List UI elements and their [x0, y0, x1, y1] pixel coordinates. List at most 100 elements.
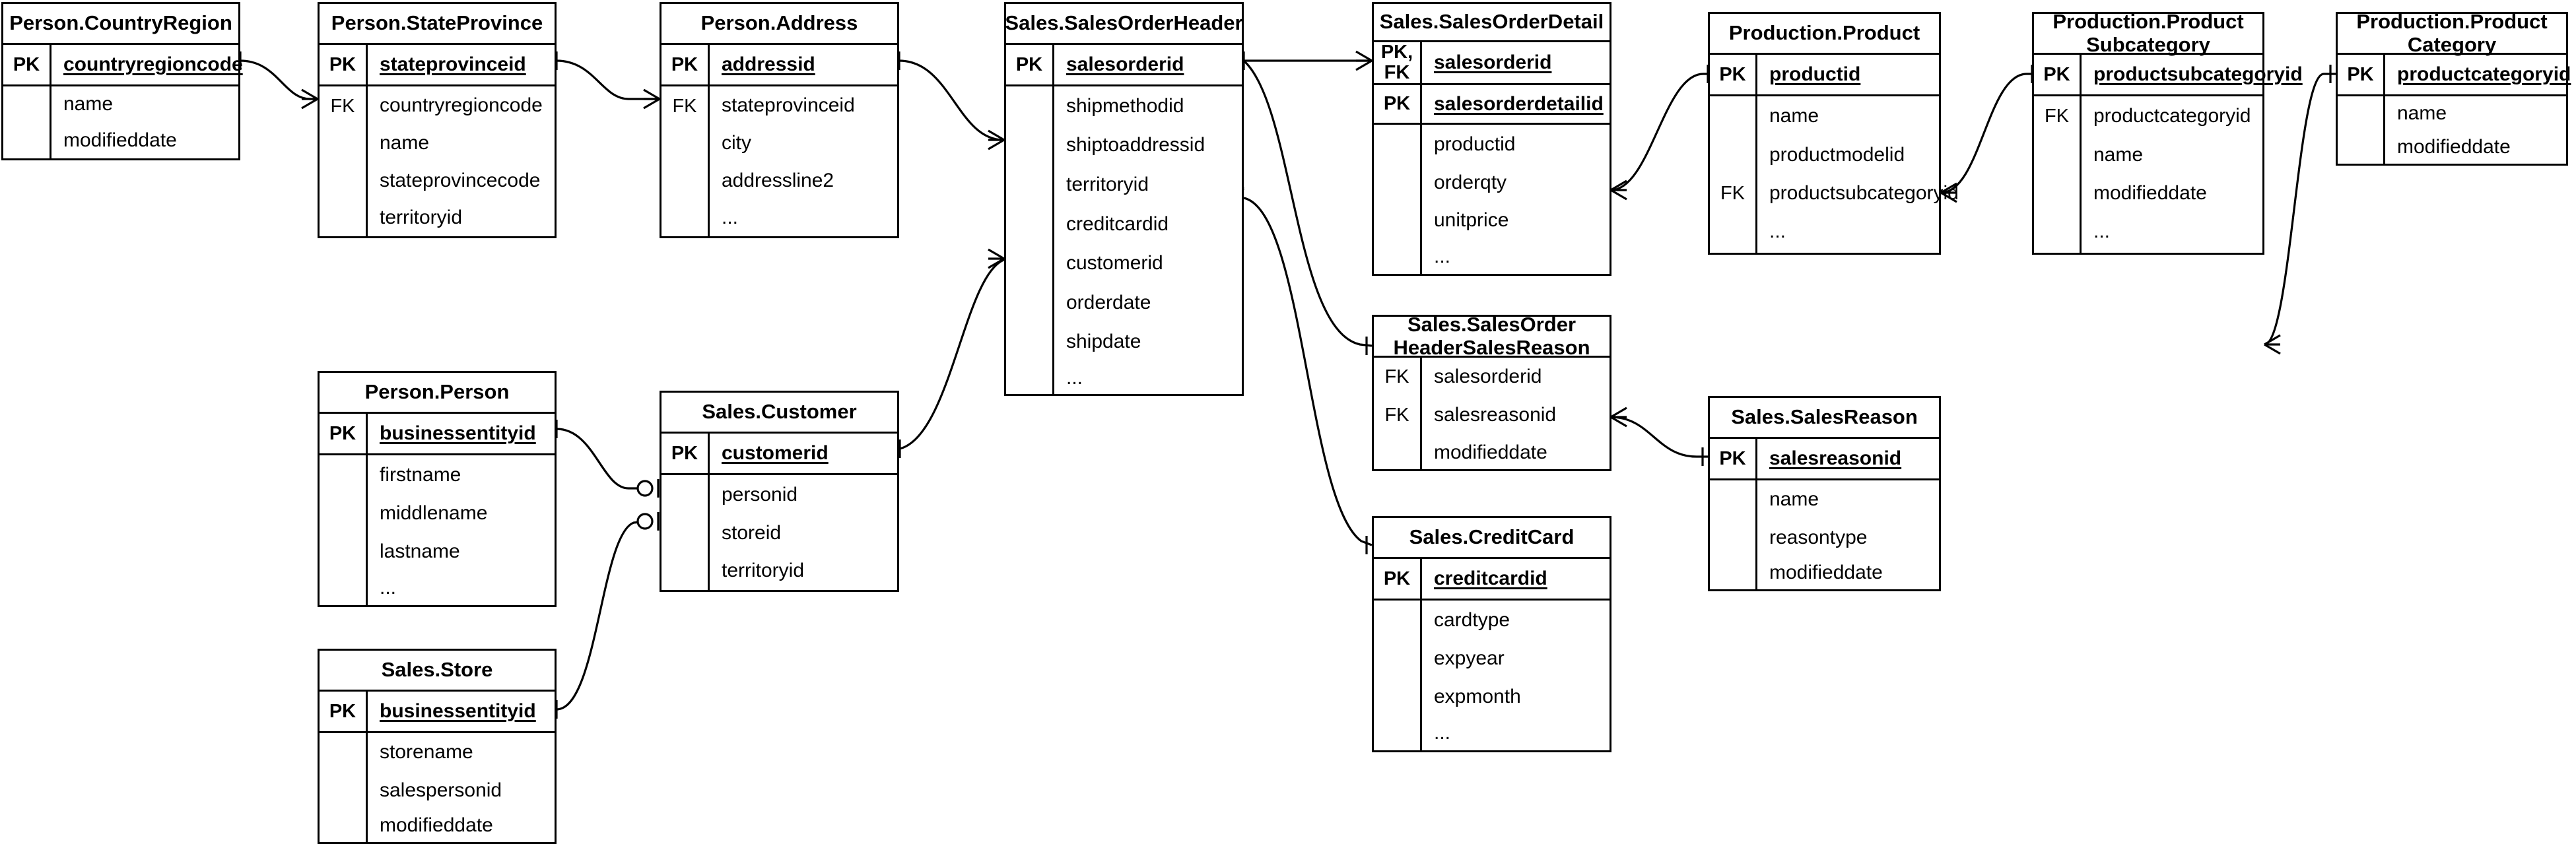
field-row: shipmethodid: [1054, 86, 1242, 126]
field-name: name: [1769, 105, 1819, 127]
field-name: ...: [1066, 366, 1083, 389]
field-name: productcategoryid: [2093, 105, 2251, 127]
field-row: modifieddate: [2082, 174, 2262, 212]
table-sales-store[interactable]: Sales.Store PK businessentityid storenam…: [318, 649, 557, 844]
field-row: city: [710, 125, 897, 162]
fk-label: FK: [1384, 404, 1409, 426]
rel-address-salesorderheader: [898, 59, 1004, 141]
fields-section: name modifieddate: [3, 84, 238, 158]
key-label: PK: [329, 422, 356, 444]
field-name: modifieddate: [2397, 135, 2511, 158]
field-row: addressline2: [710, 162, 897, 199]
field-name: salesorderid: [1066, 53, 1184, 75]
fields-section: productid orderqty unitprice ...: [1374, 123, 1610, 274]
fields-section: FK FK salesorderid salesreasonid modifie…: [1374, 358, 1610, 471]
rel-salesorderheader-creditcard: [1243, 197, 1373, 546]
field-name: productsubcategoryid: [1769, 182, 1959, 204]
key-label-line2: FK: [1384, 62, 1410, 83]
field-row: ...: [2082, 212, 2262, 251]
table-title: Sales.Store: [320, 651, 555, 692]
field-name: businessentityid: [380, 422, 536, 444]
key-label-line1: PK,: [1380, 41, 1413, 63]
field-name: ...: [1434, 245, 1451, 267]
pk-section: PK salesreasonid: [1710, 439, 1939, 478]
fields-section: FK countryregioncode name stateprovincec…: [320, 84, 555, 236]
field-name: name: [63, 93, 114, 115]
table-sales-salesreason[interactable]: Sales.SalesReason PK salesreasonid name …: [1708, 396, 1941, 591]
table-sales-salesorderheadersalesreason[interactable]: Sales.SalesOrder HeaderSalesReason FK FK…: [1372, 312, 1611, 471]
pk-section: PK stateprovinceid: [320, 45, 555, 84]
field-name: modifieddate: [1434, 441, 1547, 463]
field-row: name: [1757, 96, 1959, 136]
field-row: orderqty: [1422, 164, 1610, 201]
field-row: addressid: [710, 45, 897, 84]
table-sales-creditcard[interactable]: Sales.CreditCard PK creditcardid cardtyp…: [1372, 516, 1611, 752]
field-name: ...: [380, 576, 397, 599]
table-title-line1: Production.Product: [2356, 9, 2548, 33]
field-row: name: [368, 125, 555, 162]
rel-productsubcategory-productcategory: [2264, 73, 2336, 346]
table-person-person[interactable]: Person.Person PK businessentityid firstn…: [318, 371, 557, 607]
field-row: personid: [710, 475, 897, 514]
field-name: salesreasonid: [1434, 404, 1557, 426]
field-name: ...: [2093, 220, 2111, 242]
table-sales-salesorderdetail[interactable]: Sales.SalesOrderDetail PK, FK salesorder…: [1372, 2, 1611, 276]
rel-stateprovince-address: [556, 59, 660, 100]
field-row: modifieddate: [51, 123, 238, 159]
field-row: customerid: [1054, 244, 1242, 283]
field-row: reasontype: [1757, 519, 1939, 557]
field-name: creditcardid: [1434, 568, 1547, 589]
table-title: Person.Person: [320, 373, 555, 414]
field-row: orderdate: [1054, 283, 1242, 323]
field-name: territoryid: [1066, 174, 1149, 196]
pk-section: PK salesorderid: [1006, 45, 1242, 84]
table-person-stateprovince[interactable]: Person.StateProvince PK stateprovinceid …: [318, 2, 557, 238]
field-name: countryregioncode: [63, 53, 243, 75]
field-name: ...: [722, 206, 739, 228]
key-label: PK: [671, 442, 698, 464]
field-name: salesorderid: [1434, 366, 1542, 387]
table-sales-customer[interactable]: Sales.Customer PK customerid personid st…: [660, 391, 899, 592]
field-row: name: [51, 86, 238, 123]
key-label: PK: [1719, 63, 1746, 85]
field-row: expyear: [1422, 639, 1610, 678]
table-person-countryregion[interactable]: Person.CountryRegion PK countryregioncod…: [1, 2, 243, 160]
field-row: name: [2385, 96, 2566, 130]
table-sales-salesorderheader[interactable]: Sales.SalesOrderHeader PK salesorderid s…: [1004, 2, 1244, 396]
pk-fk-section: PK, FK salesorderid: [1374, 42, 1610, 83]
table-title: Person.Address: [661, 4, 897, 45]
field-name: salesorderid: [1434, 51, 1552, 73]
field-name: stateprovinceid: [380, 53, 526, 75]
table-production-product[interactable]: Production.Product PK productid FK name …: [1708, 12, 1959, 255]
field-row: customerid: [710, 434, 897, 473]
field-name: orderdate: [1066, 291, 1151, 313]
field-name: modifieddate: [63, 129, 177, 151]
field-name: productcategoryid: [2397, 63, 2571, 85]
field-row: businessentityid: [368, 414, 555, 453]
fields-section: FK name productmodelid productsubcategor…: [1710, 94, 1959, 253]
field-row: modifieddate: [1757, 557, 1939, 589]
field-row: cardtype: [1422, 601, 1610, 639]
pk-section: PK productsubcategoryid: [2034, 55, 2303, 94]
field-name: firstname: [380, 463, 461, 486]
field-row: countryregioncode: [368, 86, 555, 125]
table-title: Sales.SalesOrderHeader: [1005, 4, 1243, 45]
field-name: cardtype: [1434, 608, 1510, 631]
table-title-line2: HeaderSalesReason: [1393, 335, 1590, 359]
field-row: stateprovinceid: [710, 86, 897, 125]
field-row: creditcardid: [1054, 205, 1242, 244]
table-title-line1: Sales.SalesOrder: [1407, 312, 1576, 336]
key-label: PK, FK: [1374, 42, 1420, 83]
table-production-productsubcategory[interactable]: Production.Product Subcategory PK produc…: [2032, 10, 2303, 255]
table-person-address[interactable]: Person.Address PK addressid FK stateprov…: [660, 2, 899, 238]
field-row: shipdate: [1054, 323, 1242, 362]
table-production-productcategory[interactable]: Production.Product Category PK productca…: [2336, 9, 2571, 166]
key-label: PK: [671, 53, 698, 75]
field-row: salesorderid: [1054, 45, 1242, 84]
field-row: lastname: [368, 533, 555, 571]
table-title: Person.StateProvince: [320, 4, 555, 45]
field-row: unitprice: [1422, 201, 1610, 239]
field-row: shiptoaddressid: [1054, 126, 1242, 166]
field-name: modifieddate: [1769, 562, 1883, 584]
